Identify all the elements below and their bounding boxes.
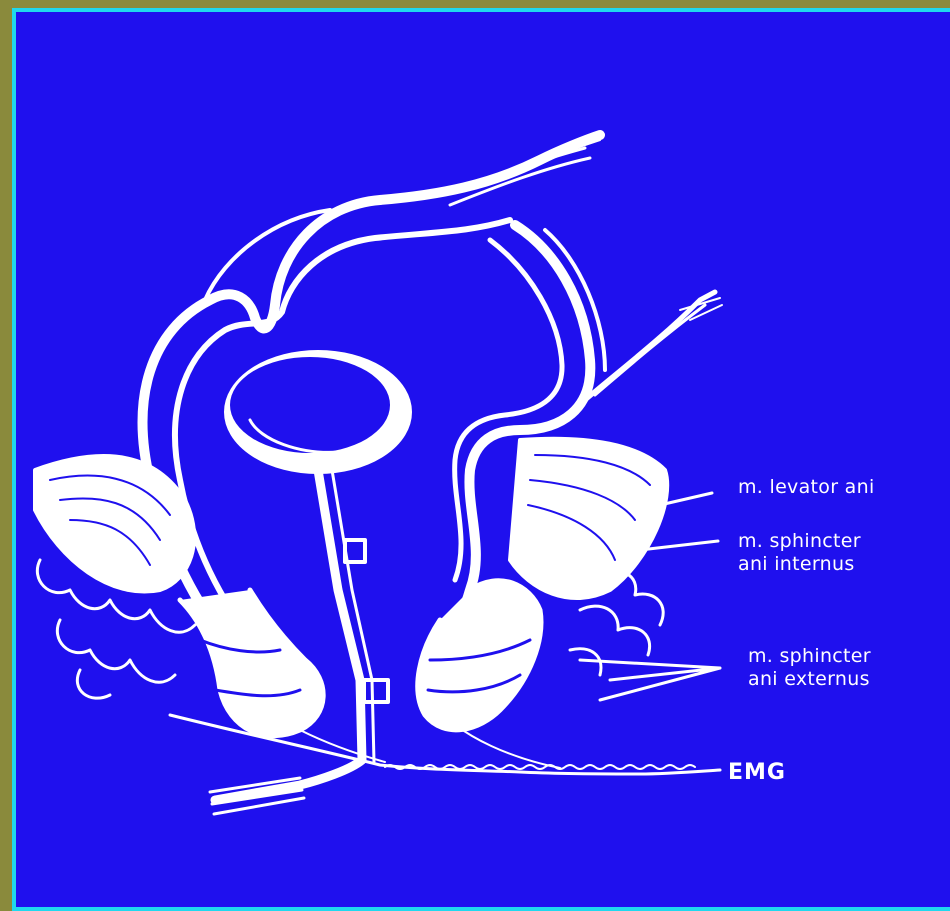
label-sphincter-externus-line1: m. sphincter	[748, 645, 871, 667]
label-sphincter-externus-line2: ani externus	[748, 668, 870, 690]
label-emg: EMG	[728, 762, 786, 784]
label-levator-ani: m. levator ani	[738, 476, 875, 498]
label-sphincter-internus-line1: m. sphincter	[738, 530, 861, 552]
sphincter-externus-left	[180, 590, 323, 736]
levator-left	[35, 456, 194, 591]
label-sphincter-internus-line2: ani internus	[738, 553, 855, 575]
levator-right	[510, 439, 667, 598]
